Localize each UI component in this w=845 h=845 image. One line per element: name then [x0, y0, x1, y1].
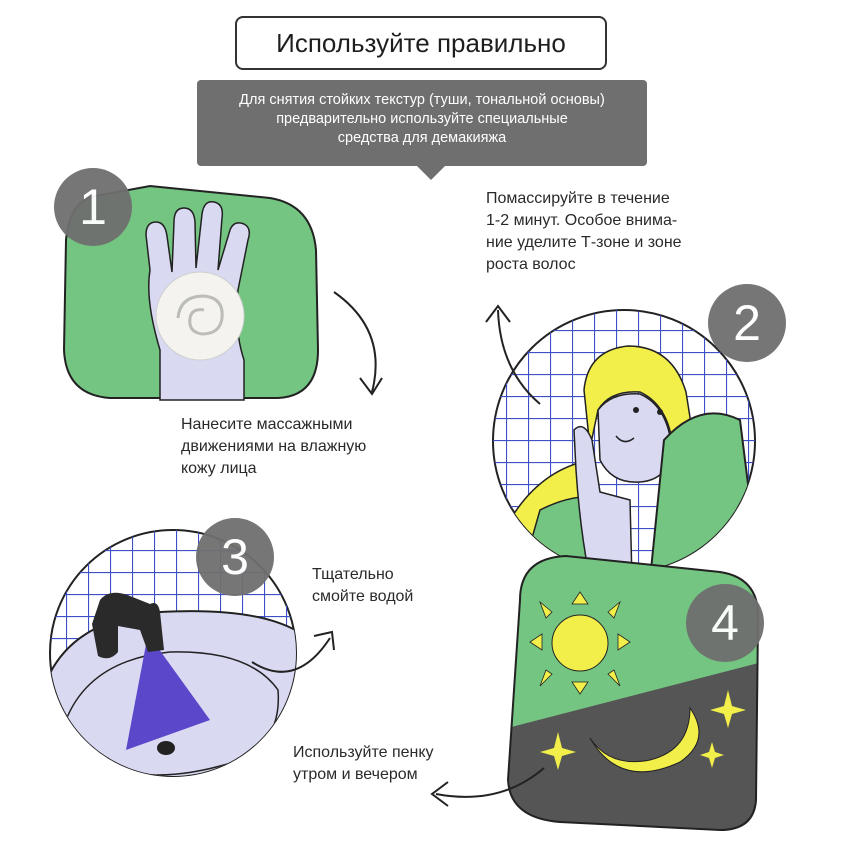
curved-arrow-icon	[333, 291, 383, 396]
tip-pointer	[417, 166, 445, 180]
curved-arrow-icon	[485, 304, 541, 405]
curved-arrow-icon	[251, 630, 335, 673]
tip-box: Для снятия стойких текстур (туши, тональ…	[197, 80, 647, 180]
step-1-badge: 1	[54, 168, 132, 246]
curved-arrow-icon	[430, 767, 545, 807]
step-3-text: Тщательно смойте водой	[312, 566, 414, 605]
step-1-text: Нанесите массажными движениями на влажну…	[181, 416, 367, 477]
step-4-text: Используйте пенку утром и вечером	[293, 744, 434, 783]
step-3-badge: 3	[196, 518, 274, 596]
hand-with-foam-icon	[62, 184, 320, 401]
step-2-badge: 2	[708, 284, 786, 362]
page-title: Используйте правильно	[235, 16, 607, 70]
tip-line-2: предварительно используйте специальные	[276, 111, 568, 127]
step-2-text: Помассируйте в течение 1-2 минут. Особое…	[486, 190, 682, 273]
step-4-badge: 4	[686, 584, 764, 662]
tip-line-1: Для снятия стойких текстур (туши, тональ…	[239, 92, 605, 108]
tip-line-3: средства для демакияжа	[337, 130, 507, 146]
